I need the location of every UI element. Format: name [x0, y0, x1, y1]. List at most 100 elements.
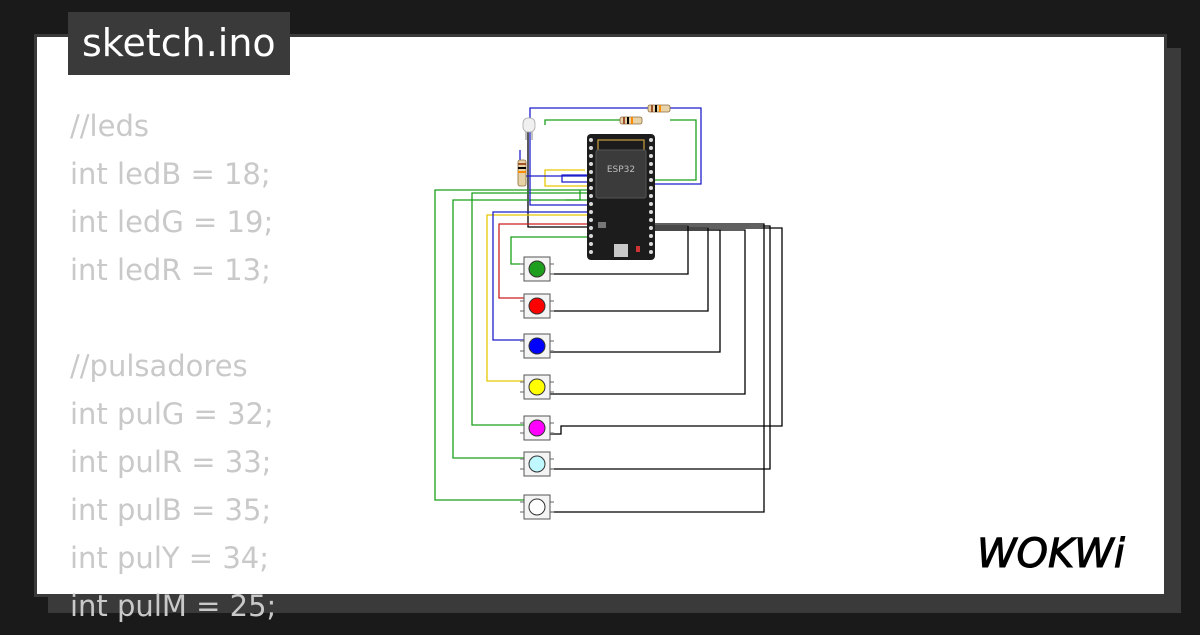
pin-right	[649, 186, 653, 190]
green-wire	[650, 119, 697, 181]
button-cap	[528, 498, 546, 516]
green-wire	[510, 236, 590, 265]
pin-right	[649, 194, 653, 198]
resistor-band	[655, 105, 657, 112]
resistor	[647, 104, 671, 113]
blue-wire	[492, 211, 590, 341]
green-wire	[544, 119, 635, 125]
pin-left	[589, 138, 593, 142]
button-cap	[528, 419, 546, 437]
pin-right	[649, 162, 653, 166]
resistor-band	[631, 117, 633, 124]
pin-right	[649, 146, 653, 150]
rgb-led-body	[522, 117, 536, 133]
board-button	[598, 222, 606, 228]
code-excerpt: //leds int ledB = 18; int ledG = 19; int…	[70, 107, 276, 635]
button-cap	[528, 260, 546, 278]
pushbutton-cyan[interactable]	[520, 451, 554, 477]
pin-left	[589, 226, 593, 230]
pushbutton-magenta[interactable]	[520, 415, 554, 441]
button-cap	[528, 455, 546, 473]
wokwi-logo: WOKWi	[977, 531, 1126, 578]
resistor-band	[518, 167, 526, 169]
pin-left	[589, 194, 593, 198]
code-line: int ledR = 13;	[70, 253, 271, 287]
pin-left	[589, 210, 593, 214]
board-label: ESP32	[607, 165, 635, 175]
pin-left	[589, 162, 593, 166]
resistor-band	[651, 105, 653, 112]
power-led	[636, 246, 640, 252]
yellow-wire	[486, 214, 590, 382]
wokwi-logo-text: WOKWi	[977, 531, 1125, 577]
pin-left	[589, 178, 593, 182]
yellow-wire	[544, 169, 592, 187]
green-wire	[452, 199, 590, 459]
pin-left	[589, 202, 593, 206]
button-cap	[528, 297, 546, 315]
code-line: int pulG = 32;	[70, 397, 274, 431]
green-wire	[434, 189, 590, 501]
passive-components	[517, 104, 671, 187]
blue-wire	[561, 174, 590, 183]
resistor	[619, 116, 643, 125]
pin-right	[649, 202, 653, 206]
pin-right	[649, 178, 653, 182]
pin-right	[649, 218, 653, 222]
pin-right	[649, 250, 653, 254]
pin-left	[589, 146, 593, 150]
resistor-band	[627, 117, 629, 124]
pushbutton-yellow[interactable]	[520, 374, 554, 400]
pin-left	[589, 234, 593, 238]
blue-wire	[529, 107, 702, 206]
pushbutton-white[interactable]	[520, 494, 554, 520]
resistor	[517, 159, 527, 187]
file-name-tab: sketch.ino	[68, 12, 290, 75]
pushbuttons	[520, 256, 554, 520]
pin-right	[649, 226, 653, 230]
resistor-band	[659, 105, 661, 112]
green-wire	[471, 192, 590, 426]
pin-left	[589, 186, 593, 190]
code-line: int pulR = 33;	[70, 445, 272, 479]
black-wire	[527, 130, 596, 228]
resistor-band	[518, 171, 526, 173]
code-line: int ledG = 19;	[70, 205, 274, 239]
black-wire	[550, 229, 746, 395]
preview-card: //leds int ledB = 18; int ledG = 19; int…	[34, 34, 1167, 623]
pin-right	[649, 242, 653, 246]
pin-right	[649, 138, 653, 142]
pin-left	[589, 170, 593, 174]
pin-right	[649, 234, 653, 238]
black-wire	[550, 225, 771, 470]
esp32-module	[595, 149, 647, 199]
usb-port	[614, 244, 628, 257]
wires	[434, 107, 783, 513]
pin-right	[649, 210, 653, 214]
button-cap	[528, 378, 546, 396]
black-wire	[550, 227, 783, 435]
resistor-band	[518, 163, 526, 165]
pushbutton-red[interactable]	[520, 293, 554, 319]
green-wire	[565, 190, 581, 201]
red-wire	[498, 223, 590, 299]
esp32-board[interactable]: ESP32	[587, 134, 655, 260]
code-line: //leds	[70, 109, 149, 143]
pushbutton-green[interactable]	[520, 256, 554, 282]
pin-right	[649, 154, 653, 158]
code-line: int pulB = 35;	[70, 493, 272, 527]
pin-left	[589, 154, 593, 158]
pin-left	[589, 242, 593, 246]
code-line: int pulM = 25;	[70, 589, 277, 623]
pushbutton-blue[interactable]	[520, 333, 554, 359]
code-line: int ledB = 18;	[70, 157, 271, 191]
pin-left	[589, 218, 593, 222]
black-wire	[550, 223, 765, 513]
button-cap	[528, 337, 546, 355]
resistor-band	[623, 117, 625, 124]
code-line: int pulY = 34;	[70, 541, 269, 575]
rgb-led	[522, 117, 536, 140]
pin-right	[649, 170, 653, 174]
pin-left	[589, 250, 593, 254]
